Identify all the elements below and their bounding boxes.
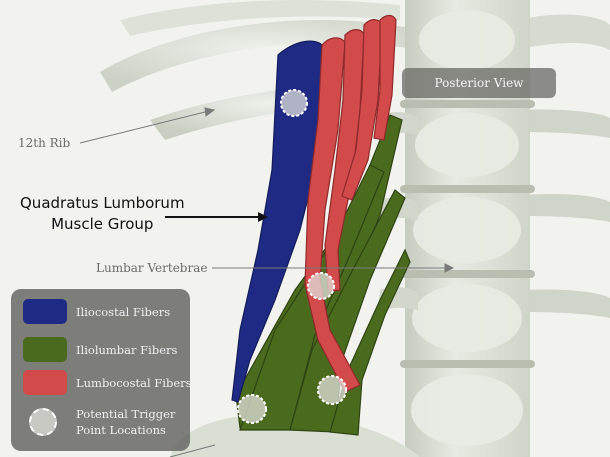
iliac-crest xyxy=(170,414,420,457)
trigger-point-icon xyxy=(280,89,308,117)
trigger-label-line-2: Point Locations xyxy=(76,423,166,437)
rib-right xyxy=(520,14,610,51)
trigger-point-icon xyxy=(237,394,267,424)
iliocostal-swatch xyxy=(23,299,67,324)
muscle-group-title: Quadratus Lumborum Muscle Group xyxy=(20,193,185,235)
trigger-label-line-1: Potential Trigger xyxy=(76,407,176,421)
lumbocostal-fibers xyxy=(304,14,397,393)
legend-label: Iliolumbar Fibers xyxy=(76,343,178,357)
trigger-point-icon xyxy=(29,408,57,436)
trigger-point-icon xyxy=(307,272,335,300)
vertebra-bodies xyxy=(411,10,523,446)
legend-label: Lumbocostal Fibers xyxy=(76,376,192,390)
legend-item-iliocostal: Iliocostal Fibers xyxy=(11,299,190,329)
title-line-2: Muscle Group xyxy=(51,215,154,233)
transverse-process-right-1 xyxy=(520,109,610,138)
vertebrae-label: Lumbar Vertebrae xyxy=(96,261,208,275)
rib-upper-2 xyxy=(120,0,400,36)
rib-label: 12th Rib xyxy=(18,136,71,150)
title-line-1: Quadratus Lumborum xyxy=(20,194,185,212)
iliolumbar-swatch xyxy=(23,337,67,362)
vertebra-discs xyxy=(400,100,535,368)
legend: Iliocostal Fibers Iliolumbar Fibers Lumb… xyxy=(11,289,192,451)
arrow-icon xyxy=(165,212,268,222)
legend-item-iliolumbar: Iliolumbar Fibers xyxy=(11,337,190,367)
trigger-points xyxy=(237,89,347,424)
legend-label: Iliocostal Fibers xyxy=(76,305,171,319)
label-pointers xyxy=(79,107,455,457)
transverse-process-right-2 xyxy=(525,193,610,222)
transverse-process-right-3 xyxy=(525,289,610,318)
legend-item-lumbocostal: Lumbocostal Fibers xyxy=(11,370,192,400)
lumbocostal-swatch xyxy=(23,370,67,395)
legend-item-trigger: Potential Trigger Point Locations xyxy=(11,402,190,444)
view-badge: Posterior View xyxy=(402,68,556,98)
trigger-point-icon xyxy=(317,375,347,405)
